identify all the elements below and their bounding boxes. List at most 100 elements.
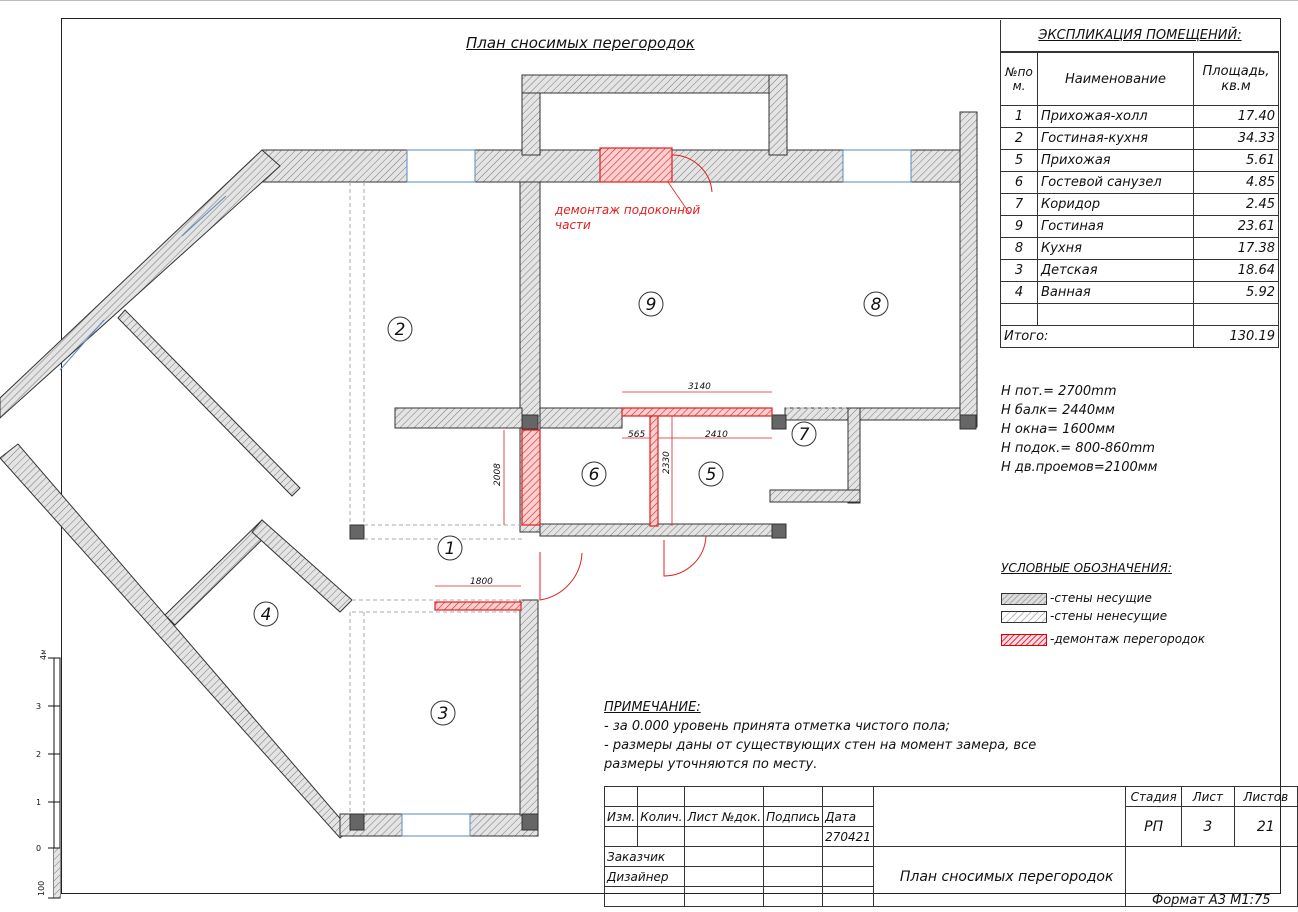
stage-value: РП [1125,806,1183,847]
room-no: 3 [1000,259,1038,282]
format-label: Формат А3 М1:75 [1152,893,1271,908]
room-no: 7 [1000,193,1038,216]
total-label: Итого: [1000,325,1194,348]
scale-label-0: 0 [36,844,41,853]
room-area: 34.33 [1193,127,1279,150]
note: ПРИМЕЧАНИЕ: - за 0.000 уровень принята о… [604,698,1036,774]
legend-label-nonbearing: -стены ненесущие [1050,609,1168,623]
room-area: 23.61 [1193,215,1279,238]
legend-item-nonbearing: -стены ненесущие [1001,609,1167,623]
dim-2008: 2008 [493,463,503,486]
height-params: H пот.= 2700mm H балк= 2440мм H окна= 16… [1001,382,1157,477]
demolition-partitions [434,147,773,611]
room-marker-7: 7 [791,421,817,447]
room-marker-9: 9 [638,291,664,317]
room-number-2: 2 [395,320,406,340]
scale-label-2: 2 [36,750,41,759]
param-ceiling: H пот.= 2700mm [1001,384,1117,399]
table-header-row: №по м. Наименование Площадь, кв.м [1000,52,1279,106]
param-sill: H подок.= 800-860mm [1001,441,1155,456]
scale-label-4: 4м [39,650,48,660]
col-sign: Подпись [763,806,824,827]
windows [59,149,912,837]
drawing-title: План сносимых перегородок [466,34,695,52]
note-heading: ПРИМЕЧАНИЕ: [604,700,701,715]
room-name: Гостевой санузел [1037,171,1194,194]
dimension-lines [435,391,772,587]
room-no: 1 [1000,105,1038,128]
room-area: 4.85 [1193,171,1279,194]
room-area: 2.45 [1193,193,1279,216]
room-no: 2 [1000,127,1038,150]
dim-565: 565 [628,430,645,440]
room-marker-2: 2 [387,316,413,342]
note-line: - за 0.000 уровень принята отметка чисто… [604,719,950,734]
room-number-7: 7 [799,425,810,445]
swatch-bearing [1001,592,1047,605]
header-name: Наименование [1037,52,1194,106]
param-door: H дв.проемов=2100мм [1001,460,1158,475]
room-marker-5: 5 [698,461,724,487]
room-name: Гостиная-кухня [1037,127,1194,150]
legend-item-bearing: -стены несущие [1001,591,1152,605]
header-area: Площадь, кв.м [1193,52,1279,106]
room-name: Прихожая [1037,149,1194,172]
total-value: 130.19 [1193,325,1279,348]
room-number-3: 3 [438,704,449,724]
legend-label-bearing: -стены несущие [1050,591,1152,605]
room-number-4: 4 [261,605,272,625]
room-no: 8 [1000,237,1038,260]
room-area: 5.92 [1193,281,1279,304]
param-balcony: H балк= 2440мм [1001,403,1115,418]
floor-plan: демонтаж подоконной части 3140 565 2410 … [0,74,978,839]
room-marker-4: 4 [253,601,279,627]
total-row: Итого: 130.19 [1000,325,1279,348]
room-marker-6: 6 [581,461,607,487]
header-no: №по м. [1000,52,1038,106]
title-block: Стадия Лист Листов Изм. Колич. Лист №док… [603,786,1298,907]
scale-label-3: 3 [36,702,41,711]
room-name: Прихожая-холл [1037,105,1194,128]
room-number-9: 9 [646,295,657,315]
room-name: Гостиная [1037,215,1194,238]
door-swings [539,154,713,601]
room-area: 17.40 [1193,105,1279,128]
dim-1800: 1800 [470,577,493,587]
room-area: 17.38 [1193,237,1279,260]
sheets-header: Листов [1233,786,1298,807]
room-marker-3: 3 [430,700,456,726]
customer-label: Заказчик [603,846,686,867]
room-no: 5 [1000,149,1038,172]
col-izm: Изм. [603,806,639,827]
annotation-line-2: части [555,218,591,232]
sheet-value: 3 [1181,806,1235,847]
sheets-value: 21 [1233,806,1298,847]
legend-item-demolition: -демонтаж перегородок [1001,632,1205,646]
room-no: 9 [1000,215,1038,238]
legend-title: УСЛОВНЫЕ ОБОЗНАЧЕНИЯ: [1001,561,1172,575]
room-name: Детская [1037,259,1194,282]
col-list: Лист [684,806,720,827]
table-row [1000,303,1279,326]
col-kol: Колич. [637,806,686,827]
room-name: Кухня [1037,237,1194,260]
sheet-name: План сносимых перегородок [872,846,1127,907]
note-line: - размеры даны от существующих стен на м… [604,738,1037,753]
room-area: 5.61 [1193,149,1279,172]
note-line: размеры уточняются по месту. [604,757,818,772]
designer-label: Дизайнер [603,866,686,887]
annotation-leader [667,181,691,215]
scale-label-1: 1 [36,798,41,807]
col-doc: №док. [719,806,765,827]
scale-label-100: 100 [37,881,46,896]
